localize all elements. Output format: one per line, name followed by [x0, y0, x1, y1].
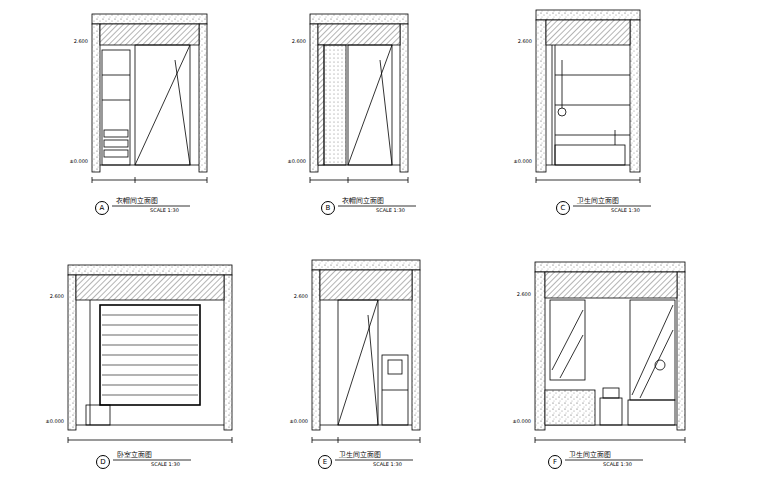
section-mark: C: [556, 201, 570, 215]
level-mark: 2.600: [518, 39, 532, 44]
scale-note: SCALE 1:30: [603, 462, 632, 467]
section-mark: A: [95, 201, 109, 215]
view-title: 卫生间立面图: [569, 452, 611, 459]
mark-letter: D: [100, 458, 105, 466]
level-mark: ±0.000: [287, 159, 306, 164]
level-mark: ±0.000: [289, 419, 308, 424]
mark-letter: C: [561, 204, 566, 212]
level-mark: ±0.000: [45, 419, 64, 424]
mark-letter: B: [326, 204, 331, 212]
section-mark: F: [548, 455, 562, 469]
scale-note: SCALE 1:30: [376, 208, 405, 213]
level-mark: 2.600: [292, 39, 306, 44]
mark-letter: A: [100, 204, 105, 212]
scale-note: SCALE 1:30: [151, 462, 180, 467]
view-title: 卫生间立面图: [577, 198, 619, 205]
mark-letter: E: [323, 458, 327, 466]
level-mark: ±0.000: [513, 159, 532, 164]
section-mark: D: [96, 455, 110, 469]
scale-note: SCALE 1:30: [373, 462, 402, 467]
level-mark: 2.600: [74, 39, 88, 44]
level-mark: 2.600: [294, 294, 308, 299]
scale-note: SCALE 1:30: [150, 208, 179, 213]
level-mark: ±0.000: [69, 159, 88, 164]
view-title: 衣帽间立面图: [116, 198, 158, 205]
section-mark: B: [321, 201, 335, 215]
view-title: 卧室立面图: [117, 452, 152, 459]
scale-note: SCALE 1:30: [611, 208, 640, 213]
level-mark: 2.600: [517, 292, 531, 297]
level-mark: ±0.000: [512, 419, 531, 424]
level-mark: 2.600: [50, 294, 64, 299]
view-title: 卫生间立面图: [339, 452, 381, 459]
section-mark: E: [318, 455, 332, 469]
mark-letter: F: [553, 458, 557, 466]
view-title: 衣帽间立面图: [342, 198, 384, 205]
